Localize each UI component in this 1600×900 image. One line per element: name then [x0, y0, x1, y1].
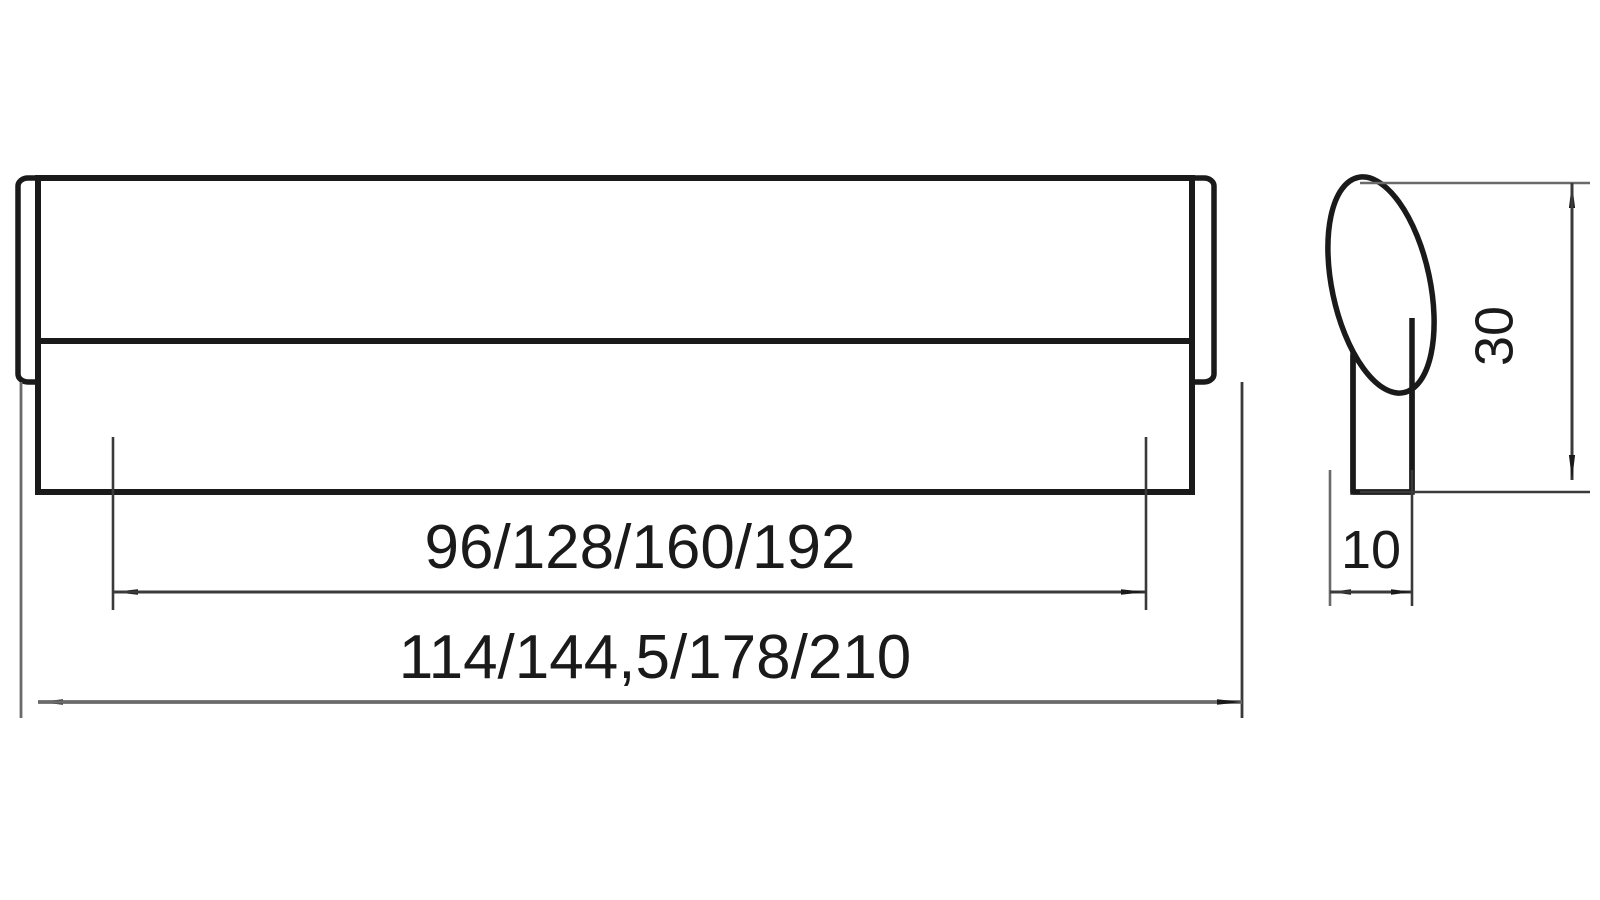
side-oval-cap — [1325, 174, 1437, 396]
dimension-label-depth: 10 — [1341, 520, 1401, 580]
handle-right-end-cap — [1189, 175, 1217, 385]
extension-lines-group — [19, 181, 1590, 718]
side-section-view — [1325, 174, 1437, 495]
dimension-center-distance: 96/128/160/192 — [113, 513, 1146, 595]
dimension-overall-length: 114/144,5/178/210 — [38, 623, 1242, 705]
dimension-label-center-distance: 96/128/160/192 — [425, 513, 856, 582]
dimension-label-height: 30 — [1464, 306, 1524, 366]
dimension-depth: 10 — [1330, 520, 1412, 595]
front-elevation-view — [15, 175, 1217, 495]
dimension-height: 30 — [1464, 183, 1576, 480]
handle-left-end-cap — [15, 175, 41, 385]
dimension-label-overall-length: 114/144,5/178/210 — [399, 623, 912, 692]
